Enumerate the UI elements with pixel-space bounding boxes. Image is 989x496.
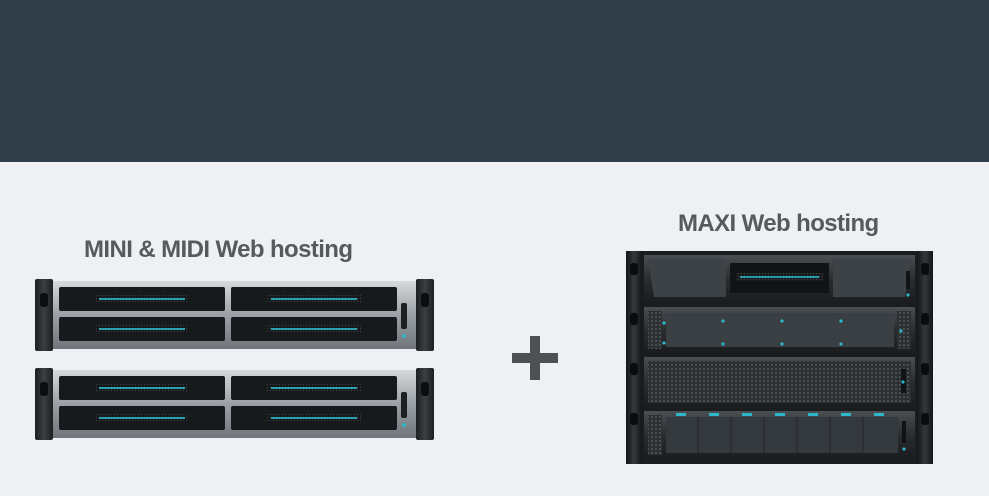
maxi-server-rack [626, 251, 933, 464]
maxi-hosting-title: MAXI Web hosting [678, 210, 879, 237]
mini-server-2 [35, 368, 434, 440]
plus-icon [512, 336, 558, 380]
mini-midi-hosting-title: MINI & MIDI Web hosting [84, 236, 353, 263]
top-banner [0, 0, 989, 162]
mini-server-1 [35, 279, 434, 351]
